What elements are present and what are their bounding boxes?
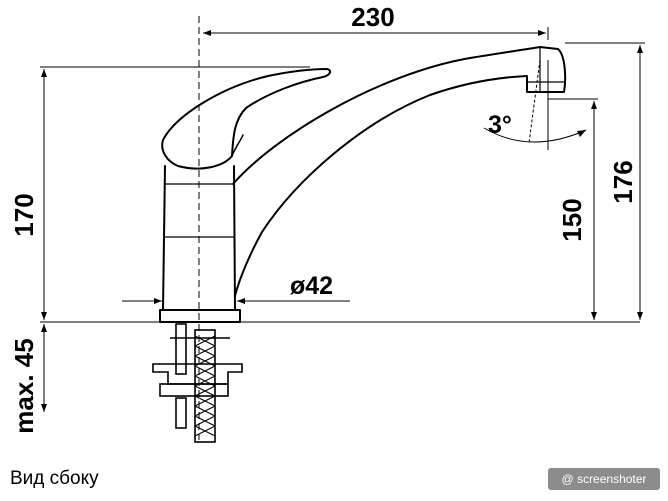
dimension-170 (41, 69, 47, 320)
base-plate (159, 309, 241, 323)
dimension-max-45 (41, 324, 47, 412)
angle-indicator-3deg (483, 59, 587, 150)
angle-label-3deg: 3° (488, 111, 512, 139)
dim-label-d42: ø42 (290, 272, 333, 300)
mounting-hardware (152, 323, 243, 443)
dimension-176 (637, 45, 643, 320)
dim-label-176: 176 (608, 160, 638, 203)
lever-handle (161, 68, 332, 170)
dimension-d42 (122, 298, 350, 304)
dim-label-max-45: max. 45 (9, 338, 39, 433)
extension-lines (40, 27, 645, 323)
dimension-230 (203, 30, 546, 36)
dim-label-150: 150 (557, 198, 587, 241)
dimension-150 (591, 101, 597, 320)
spout (232, 46, 567, 297)
watermark-badge: @ screenshoter (548, 468, 660, 490)
faucet-outline (159, 46, 567, 323)
dim-label-170: 170 (9, 193, 39, 236)
view-caption: Вид сбоку (10, 468, 99, 489)
flexible-hose (194, 329, 216, 443)
dim-label-230: 230 (351, 2, 394, 32)
